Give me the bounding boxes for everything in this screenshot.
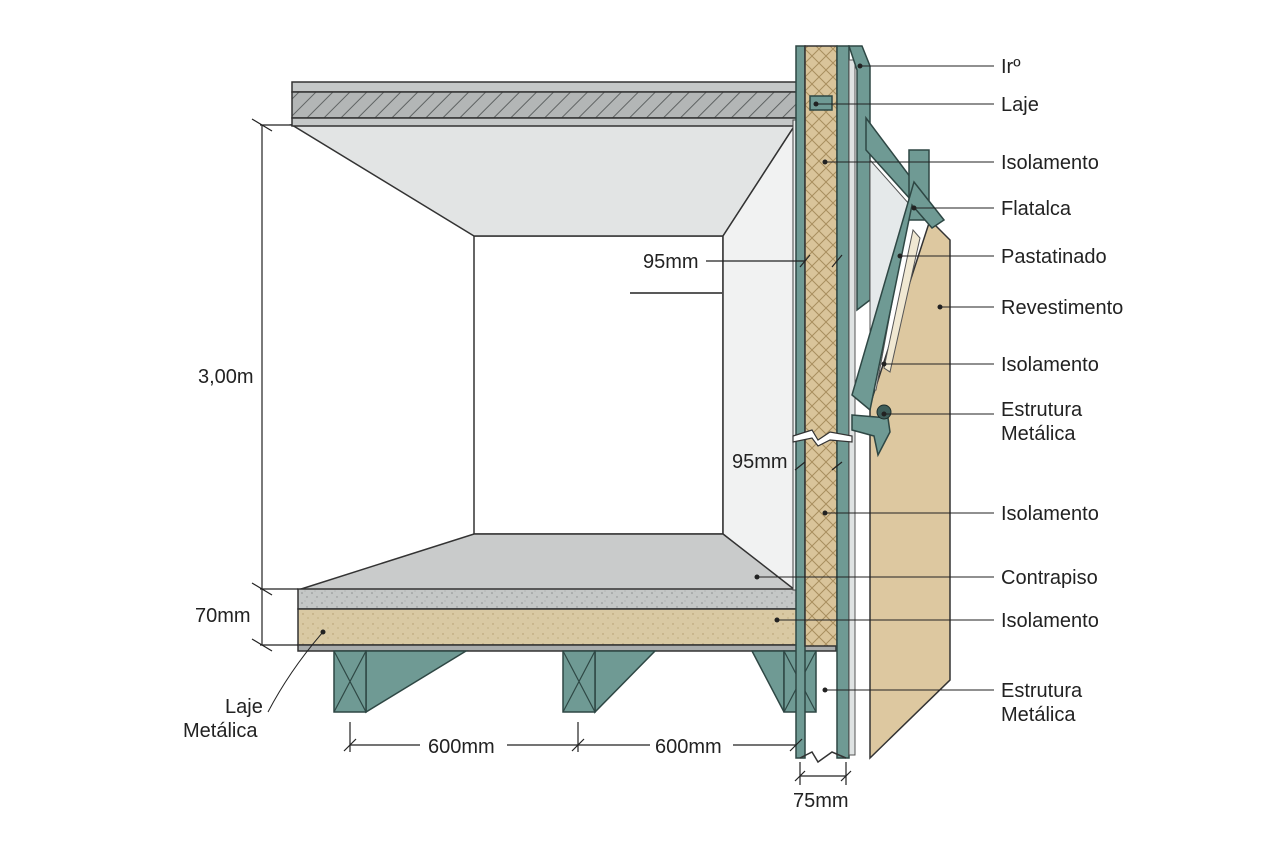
label-pastatinado: Pastatinado bbox=[1001, 246, 1107, 268]
label-laje-metalica-2: Metálica bbox=[183, 720, 258, 742]
dimension-labels: 3,00m 70mm 95mm 95mm 600mm 600mm 75mm La… bbox=[183, 251, 849, 812]
label-flatalca: Flatalca bbox=[1001, 198, 1072, 220]
room-interior bbox=[289, 122, 798, 594]
slab-top-plate bbox=[291, 81, 833, 93]
label-isolamento-4: Isolamento bbox=[1001, 610, 1099, 632]
slab-bottom-plate bbox=[291, 117, 798, 127]
wall-stud-inner bbox=[795, 45, 806, 759]
floor-joists bbox=[333, 650, 817, 714]
floor-buildup bbox=[297, 588, 837, 652]
label-contrapiso: Contrapiso bbox=[1001, 567, 1098, 589]
wall-insulation bbox=[804, 45, 838, 647]
dim-height: 3,00m bbox=[198, 366, 254, 388]
slab-hatch bbox=[291, 91, 833, 119]
label-estrutura-1b: Metálica bbox=[1001, 423, 1076, 445]
facade-insulation-strip bbox=[883, 228, 921, 373]
label-laje: Laje bbox=[1001, 94, 1039, 116]
slab-connection bbox=[809, 95, 833, 111]
room-back-wall bbox=[473, 235, 724, 535]
room-ceiling bbox=[289, 124, 797, 237]
dim-wall: 75mm bbox=[793, 790, 849, 812]
facade bbox=[851, 115, 951, 760]
bracket-arm bbox=[851, 180, 946, 412]
dim-spacing-1: 600mm bbox=[428, 736, 495, 758]
label-estrutura-1a: Estrutura bbox=[1001, 399, 1083, 421]
dim-stud-mid: 95mm bbox=[732, 451, 788, 473]
wall-section bbox=[792, 45, 871, 764]
label-isolamento-2: Isolamento bbox=[1001, 354, 1099, 376]
callout-labels: Irº Laje Isolamento Flatalca Pastatinado… bbox=[1001, 56, 1123, 726]
label-isolamento-1: Isolamento bbox=[1001, 152, 1099, 174]
screed-layer bbox=[297, 588, 799, 610]
dim-spacing-2: 600mm bbox=[655, 736, 722, 758]
leader-lines bbox=[267, 63, 994, 713]
label-estrutura-2b: Metálica bbox=[1001, 704, 1076, 726]
wall-membrane bbox=[848, 59, 856, 756]
joist-1-web bbox=[365, 650, 469, 714]
label-iro: Irº bbox=[1001, 56, 1021, 78]
floor-plate bbox=[297, 644, 837, 652]
label-revestimento: Revestimento bbox=[1001, 297, 1123, 319]
dim-stud-top: 95mm bbox=[643, 251, 699, 273]
joist-2-web bbox=[594, 650, 657, 714]
label-estrutura-2a: Estrutura bbox=[1001, 680, 1083, 702]
label-laje-metalica-1: Laje bbox=[225, 696, 263, 718]
floor-insulation bbox=[297, 608, 799, 646]
label-isolamento-3: Isolamento bbox=[1001, 503, 1099, 525]
joist-3-web bbox=[750, 650, 785, 713]
top-slab bbox=[291, 81, 833, 127]
room-floor bbox=[297, 533, 798, 591]
wall-stud-outer bbox=[836, 45, 850, 759]
wall-break-line bbox=[792, 429, 853, 447]
dim-floor: 70mm bbox=[195, 605, 251, 627]
dimension-lines bbox=[251, 118, 852, 785]
